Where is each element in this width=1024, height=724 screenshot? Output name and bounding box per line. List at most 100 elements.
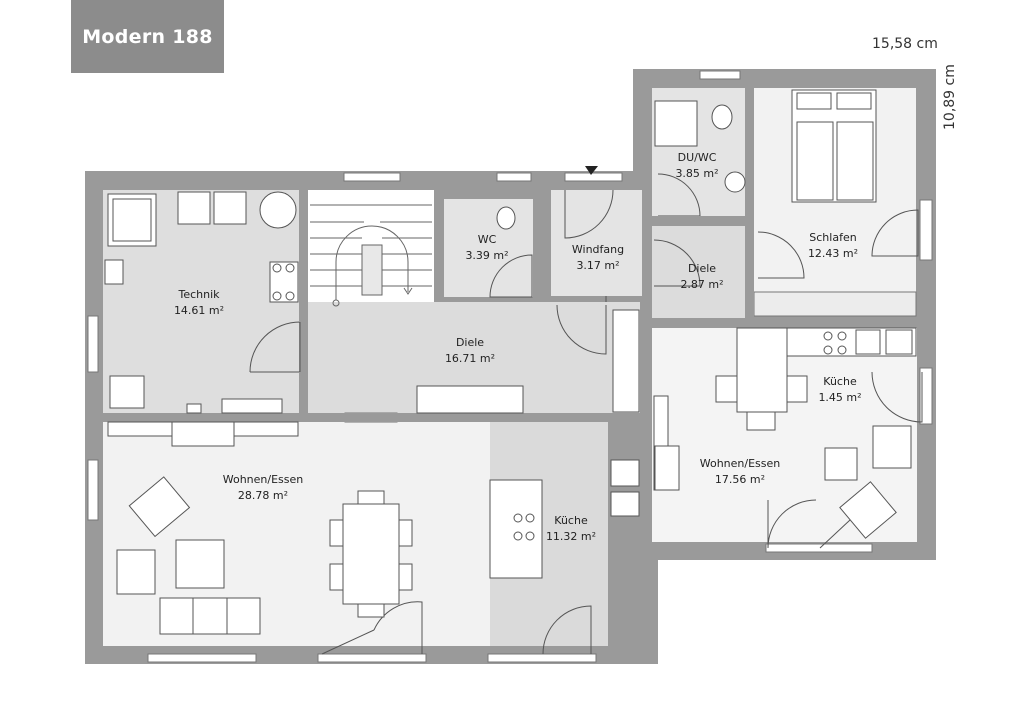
kitchen-bar: [736, 327, 788, 413]
room-kueche-left: Küche 11.32 m²: [546, 513, 596, 545]
room-name: Diele: [455, 336, 485, 349]
sideboard: [416, 385, 524, 414]
door-schlafen-closet: [871, 209, 919, 257]
door-terrace-right: [767, 499, 851, 549]
room-area: 28.78 m²: [237, 489, 289, 502]
wall: [652, 318, 917, 328]
room-wohnen-left: Wohnen/Essen 28.78 m²: [223, 472, 304, 504]
room-wohnen-right: Wohnen/Essen 17.56 m²: [700, 456, 781, 488]
room-name: Diele: [687, 262, 717, 275]
room-name: Technik: [178, 288, 220, 301]
door-windfang-diele: [556, 304, 607, 355]
sofa: [159, 597, 261, 635]
wall: [608, 413, 652, 646]
wall: [652, 216, 745, 226]
entrance-arrow-icon: [585, 166, 598, 175]
toilet-duwc: [711, 104, 733, 130]
room-name: WC: [477, 233, 497, 246]
armchair: [128, 476, 191, 538]
floor-diele-small: [652, 226, 745, 318]
coffee-table: [175, 539, 225, 589]
door-diele-small: [653, 239, 701, 287]
door-wc: [489, 254, 533, 298]
window: [87, 459, 99, 521]
room-name: Wohnen/Essen: [222, 473, 304, 486]
shower: [654, 100, 698, 147]
room-diele-small: Diele 2.87 m²: [680, 261, 723, 293]
dining-table: [342, 503, 400, 605]
tank: [177, 191, 211, 225]
wall: [444, 190, 533, 199]
window: [343, 172, 401, 182]
window: [699, 70, 741, 80]
window: [317, 653, 427, 663]
kitchen-island: [489, 479, 543, 579]
room-kueche-right: Küche 1.45 m²: [818, 374, 861, 406]
room-area: 16.71 m²: [444, 352, 496, 365]
room-windfang: Windfang 3.17 m²: [572, 242, 624, 274]
armchair-right: [872, 425, 912, 469]
door-windfang-entry: [564, 189, 614, 239]
armchair: [116, 549, 156, 595]
wall: [640, 302, 652, 422]
interior-walls: [85, 88, 917, 646]
wall: [299, 190, 308, 322]
floor-wc: [444, 199, 533, 297]
width-dimension: 15,58 cm: [872, 36, 938, 52]
window: [87, 315, 99, 373]
wall: [642, 190, 652, 302]
sink-duwc: [724, 171, 746, 193]
window: [765, 543, 873, 553]
window: [496, 172, 532, 182]
wall: [299, 372, 308, 413]
wall: [745, 278, 754, 318]
door-kueche-right: [871, 371, 923, 423]
room-wc: WC 3.39 m²: [465, 232, 508, 264]
furniture: [104, 89, 917, 635]
room-area: 3.85 m²: [675, 167, 719, 180]
room-area: 3.39 m²: [465, 249, 509, 262]
wall: [434, 190, 444, 302]
toilet-wc: [496, 206, 516, 230]
door-du-wc: [657, 173, 701, 217]
door-schlafen: [757, 231, 805, 279]
room-technik: Technik 14.61 m²: [174, 287, 224, 319]
room-area: 17.56 m²: [714, 473, 766, 486]
wall: [533, 190, 551, 302]
floor-wardrobe: [753, 291, 917, 317]
window: [564, 172, 623, 182]
door-kueche-left: [542, 605, 592, 655]
room-name: DU/WC: [677, 151, 717, 164]
window: [147, 653, 257, 663]
tank: [213, 191, 247, 225]
room-name: Küche: [823, 375, 857, 388]
room-name: Küche: [554, 514, 588, 527]
room-area: 2.87 m²: [680, 278, 724, 291]
window: [919, 199, 933, 261]
room-area: 12.43 m²: [807, 247, 859, 260]
door-terrace-left: [321, 601, 423, 655]
staircase: [310, 204, 432, 307]
door-technik: [249, 321, 301, 373]
doors: [249, 173, 923, 655]
room-du-wc: DU/WC 3.85 m²: [675, 150, 718, 182]
wall: [745, 88, 754, 226]
armchair-right: [839, 481, 897, 539]
room-area: 11.32 m²: [545, 530, 597, 543]
coffee-table-right: [824, 447, 858, 481]
room-diele-main: Diele 16.71 m²: [445, 335, 495, 367]
wall: [85, 413, 640, 422]
room-name: Windfang: [571, 243, 625, 256]
room-name: Wohnen/Essen: [699, 457, 781, 470]
plan-title: Modern 188: [82, 25, 213, 48]
window: [919, 367, 933, 425]
plan-title-badge: Modern 188: [71, 0, 224, 73]
room-name: Schlafen: [809, 231, 857, 244]
room-area: 3.17 m²: [576, 259, 620, 272]
room-area: 1.45 m²: [818, 391, 862, 404]
tank-round: [259, 191, 297, 229]
room-area: 14.61 m²: [173, 304, 225, 317]
window: [487, 653, 597, 663]
room-schlafen: Schlafen 12.43 m²: [808, 230, 858, 262]
